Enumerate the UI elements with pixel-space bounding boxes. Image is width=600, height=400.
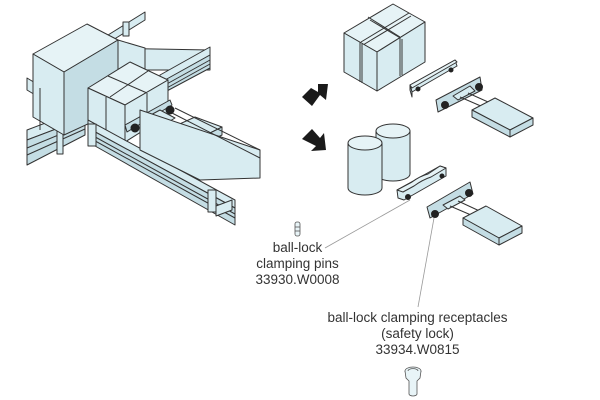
pins-label-line2: clamping pins [256, 256, 339, 271]
ball-lock-receptacle-icon [441, 101, 449, 109]
ball-lock-receptacle-icon [475, 83, 483, 91]
pins-leader-line [324, 199, 411, 249]
ball-lock-receptacle-icon [431, 210, 439, 218]
pin-icon [165, 105, 175, 115]
cylinder-pair [347, 123, 411, 196]
pin-icon [415, 86, 421, 92]
receptacles-label-line2: (safety lock) [381, 326, 454, 341]
ball-lock-pin-icon [294, 221, 301, 237]
front-conveyor [87, 107, 261, 226]
receptacles-part-number: 33934.W0815 [375, 342, 460, 357]
conveyor-assembly [26, 11, 261, 226]
receptacles-label-line1: ball-lock clamping receptacles [327, 310, 508, 325]
receptacles-label: ball-lock clamping receptacles (safety l… [325, 310, 510, 358]
receptacles-leader-line [417, 217, 435, 308]
gripper-arm-bottom [426, 181, 523, 246]
pin-icon [448, 67, 454, 73]
contoured-gripper-plate [396, 165, 447, 201]
pin-icon [405, 194, 411, 200]
pins-part-number: 33930.W0008 [255, 272, 340, 287]
box-stack [343, 3, 426, 92]
ball-lock-receptacle-icon [465, 189, 473, 197]
pins-label-line1: ball-lock [272, 240, 323, 255]
pins-label: ball-lock clamping pins 33930.W0008 [250, 240, 345, 288]
pin-icon [439, 173, 445, 179]
flat-gripper-plate [409, 59, 458, 98]
ball-lock-receptacle-detail-icon [404, 366, 422, 397]
pin-icon [130, 123, 140, 133]
arrow-up-right-icon [302, 84, 328, 106]
gripper-arm-top [435, 76, 534, 138]
arrow-down-right-icon [302, 129, 326, 151]
